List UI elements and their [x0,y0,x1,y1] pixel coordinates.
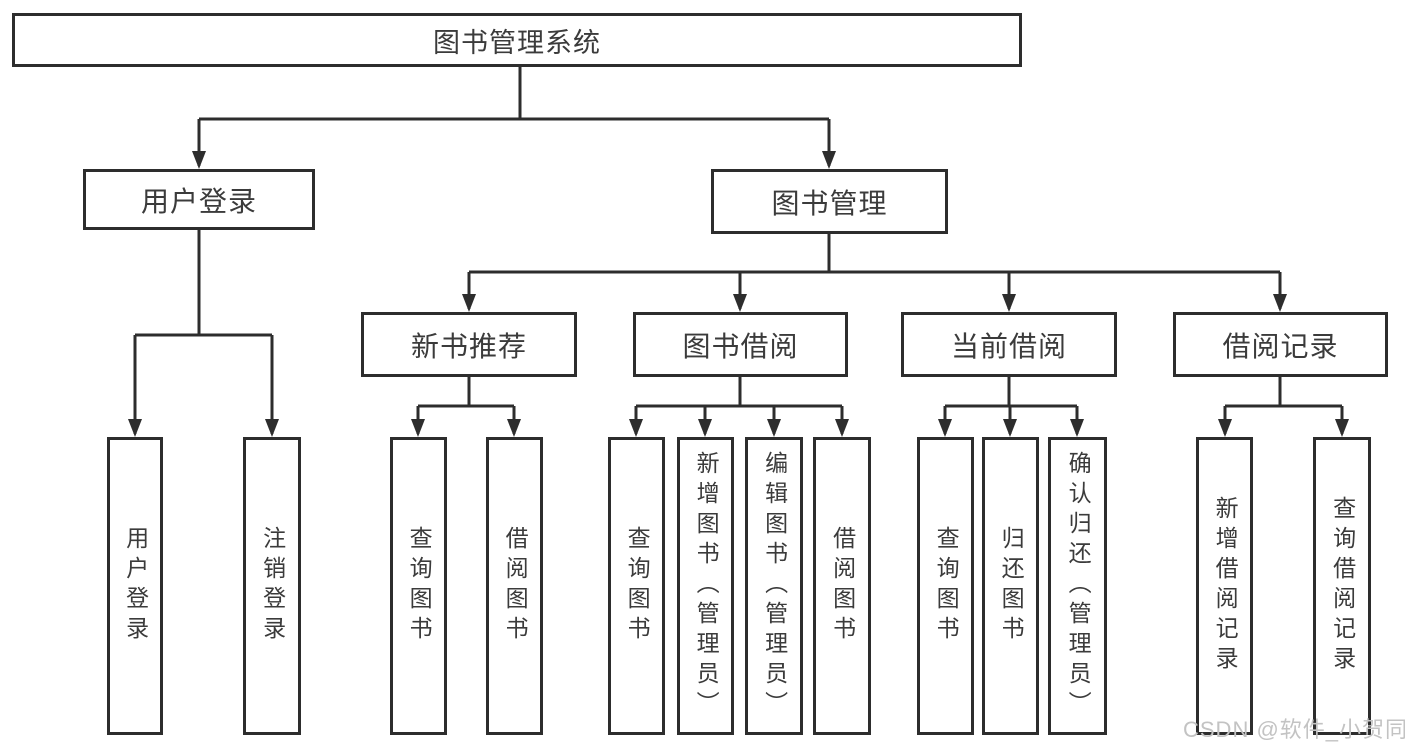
leaf-return-books: 归还图书 [982,437,1039,735]
node-book-borrow: 图书借阅 [633,312,848,377]
leaf-logout: 注销登录 [243,437,301,735]
csdn-watermark: CSDN @软件_小贺同学 [1183,717,1405,742]
leaf-add-book-admin: 新增图书（管理员） [677,437,734,735]
leaf-query-books-1: 查询图书 [390,437,447,735]
leaf-user-login: 用户登录 [107,437,163,735]
node-new-book-recommend: 新书推荐 [361,312,577,377]
leaf-query-borrow-record: 查询借阅记录 [1313,437,1371,735]
node-borrow-records: 借阅记录 [1173,312,1388,377]
leaf-borrow-books-1: 借阅图书 [486,437,543,735]
node-book-management: 图书管理 [711,169,948,234]
node-current-borrow: 当前借阅 [901,312,1117,377]
leaf-edit-book-admin: 编辑图书（管理员） [745,437,803,735]
arrowheads [128,151,1349,437]
leaf-add-borrow-record: 新增借阅记录 [1196,437,1253,735]
node-root-system: 图书管理系统 [12,13,1022,67]
leaf-query-books-3: 查询图书 [917,437,974,735]
leaf-borrow-books-2: 借阅图书 [813,437,871,735]
leaf-confirm-return-admin: 确认归还（管理员） [1048,437,1107,735]
node-user-login: 用户登录 [83,169,315,230]
leaf-query-books-2: 查询图书 [608,437,665,735]
